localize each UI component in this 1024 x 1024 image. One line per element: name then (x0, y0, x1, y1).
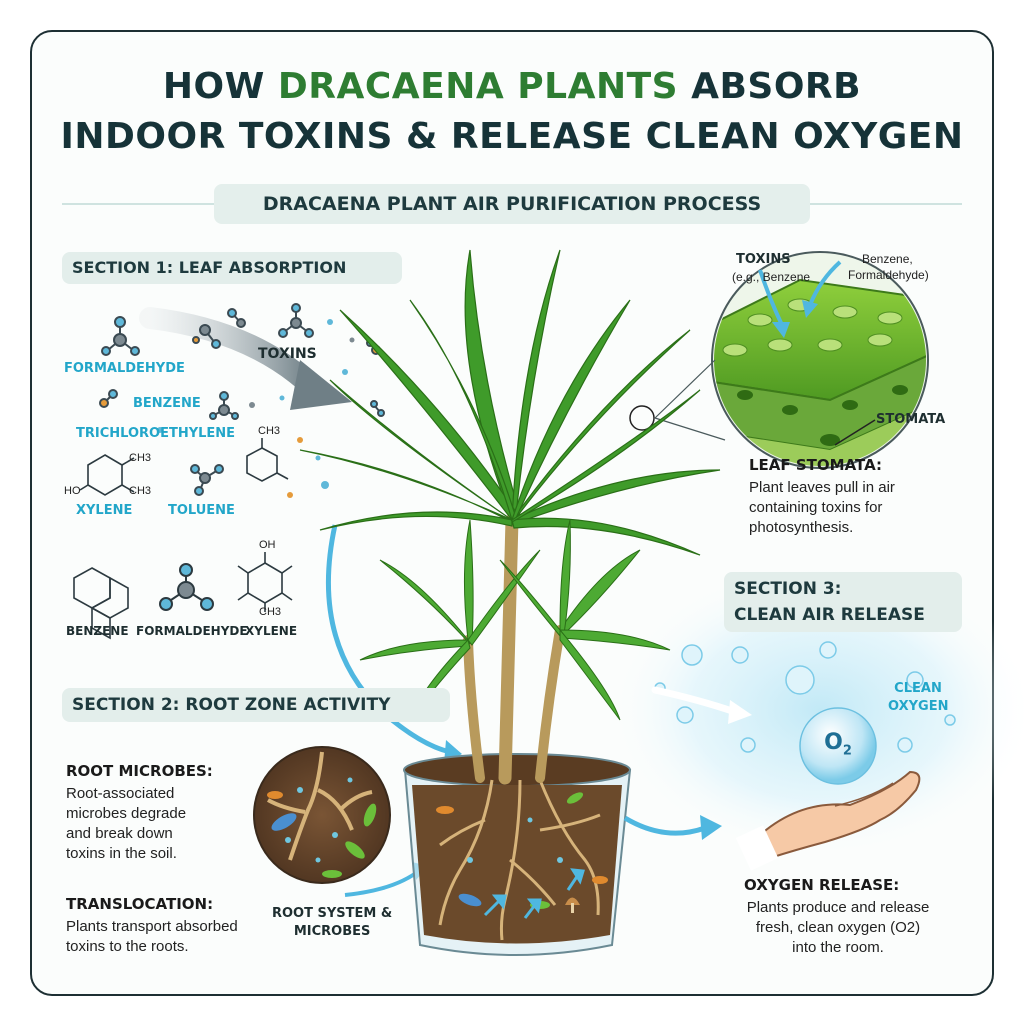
root-microbes-line-3: and break down (66, 825, 173, 842)
root-zoom-circle (253, 746, 428, 897)
clean-oxygen-line-1: CLEAN (894, 681, 942, 696)
zoom-toxins-label: TOXINS (736, 252, 791, 267)
o2-bubble (799, 707, 877, 785)
subtitle-banner: DRACAENA PLANT AIR PURIFICATION PROCESS (214, 184, 810, 224)
oxygen-release-line-2: fresh, clean oxygen (O2) (755, 919, 921, 936)
molecule-3 (227, 308, 246, 328)
chem-label-ch3-a: CH3 (129, 452, 152, 464)
title-line-2: INDOOR TOXINS & RELEASE CLEAN OXYGEN (60, 116, 964, 157)
translocation-text: Plants transport absorbed toxins to the … (66, 917, 238, 957)
root-system-line-2: MICROBES (293, 924, 371, 939)
molecule-1 (101, 316, 140, 356)
structure-benzene-fused (73, 567, 129, 640)
leaf-stomata-heading: LEAF STOMATA: (749, 456, 882, 474)
root-microbes-line-1: Root-associated (66, 785, 175, 802)
oxygen-release-text: Plants produce and release fresh, clean … (706, 898, 970, 958)
molecule-6 (209, 391, 239, 420)
oxygen-release-line-3: into the room. (792, 939, 884, 956)
root-microbes-text: Root-associated microbes degrade and bre… (66, 784, 186, 864)
root-microbes-line-2: microbes degrade (66, 805, 187, 822)
chem-label-ch3-b: CH3 (129, 485, 152, 497)
section1-label: SECTION 1: LEAF ABSORPTION (62, 252, 402, 284)
molecule-name-benzene: BENZENE (66, 624, 129, 638)
root-microbes-heading: ROOT MICROBES: (66, 762, 213, 780)
toxins-flow-arrow (139, 307, 352, 410)
toxin-name-formaldehyde: FORMALDEHYDE (64, 361, 185, 376)
root-system-label: ROOT SYSTEM & MICROBES (272, 905, 392, 941)
clean-air-glow (605, 560, 1024, 860)
section2-label: SECTION 2: ROOT ZONE ACTIVITY (62, 688, 450, 722)
air-release-arrow (651, 686, 739, 716)
molecule-7 (190, 464, 224, 496)
toxin-name-trichloroethylene: TRICHLOROETHYLENE (76, 426, 236, 441)
stomata-label: STOMATA (876, 412, 946, 427)
molecule-name-xylene: XYLENE (245, 624, 298, 638)
toxin-name-xylene: XYLENE (76, 503, 133, 518)
clean-oxygen-label: CLEAN OXYGEN (888, 680, 948, 716)
page-title: HOW DRACAENA PLANTS ABSORB INDOOR TOXINS… (30, 62, 994, 162)
subtitle-rule-right (810, 203, 962, 205)
air-bubbles (654, 641, 956, 753)
title-prefix: HOW (162, 66, 278, 107)
leaf-stomata-line-3: photosynthesis. (749, 519, 854, 536)
subtitle-rule-left (62, 203, 214, 205)
section3-label: SECTION 3: CLEAN AIR RELEASE (724, 572, 962, 632)
oxygen-release-line-1: Plants produce and release (746, 899, 930, 916)
section3-label-line-1: SECTION 3: (734, 579, 842, 599)
structure-toluene-top (246, 438, 289, 482)
chem-label-oh: OH (259, 539, 276, 551)
clean-oxygen-line-2: OXYGEN (888, 699, 949, 714)
molecule-8 (370, 400, 385, 417)
molecule-name-formaldehyde: FORMALDEHYDE (136, 624, 248, 638)
leaf-zoom-circle (629, 251, 929, 469)
o2-letter: O (824, 730, 843, 755)
oxygen-flow-arrow (623, 815, 722, 840)
molecule-5 (99, 389, 118, 408)
root-system-line-1: ROOT SYSTEM & (272, 906, 393, 921)
root-microbes-line-4: toxins in the soil. (66, 845, 177, 862)
leaf-stomata-text: Plant leaves pull in air containing toxi… (749, 478, 895, 538)
plant-pot (403, 753, 632, 956)
title-line-1: HOW DRACAENA PLANTS ABSORB (30, 62, 994, 112)
hand-icon (735, 770, 921, 871)
o2-symbol: O2 (812, 730, 864, 758)
zoom-toxins-example: (e.g., Benzene (732, 270, 811, 284)
molecule-2 (192, 324, 221, 349)
o2-subscript: 2 (842, 743, 852, 759)
plant-trunks (463, 513, 565, 785)
title-accent: DRACAENA PLANTS (277, 66, 679, 107)
leaf-stomata-line-2: containing toxins for (749, 499, 883, 516)
translocation-line-2: toxins to the roots. (66, 938, 189, 955)
chem-label-ch3-d: CH3 (259, 606, 282, 618)
zoom-formaldehyde-label: Formaldehyde) (848, 268, 929, 282)
toxin-particles (157, 319, 355, 498)
leaf-stomata-line-1: Plant leaves pull in air (749, 479, 895, 496)
section3-label-line-2: CLEAN AIR RELEASE (734, 605, 925, 625)
structure-xylene-top (79, 454, 135, 496)
toxins-arrow-label: TOXINS (258, 346, 317, 362)
chem-label-ch3-c: CH3 (258, 425, 281, 437)
translocation-line-1: Plants transport absorbed (66, 918, 238, 935)
toxin-name-benzene: BENZENE (133, 396, 201, 411)
pot-arrows (483, 868, 585, 919)
structure-xylene-bottom (237, 552, 293, 612)
title-line1-suffix: ABSORB (678, 66, 862, 107)
translocation-heading: TRANSLOCATION: (66, 895, 214, 913)
molecule-4 (278, 303, 314, 338)
structure-formaldehyde-bottom (159, 563, 214, 611)
chem-label-ho: HO (64, 485, 81, 497)
toxin-name-toluene: TOLUENE (168, 503, 235, 518)
oxygen-release-heading: OXYGEN RELEASE: (744, 876, 900, 894)
plant-leaves (299, 249, 721, 556)
zoom-benzene-label: Benzene, (862, 252, 913, 266)
